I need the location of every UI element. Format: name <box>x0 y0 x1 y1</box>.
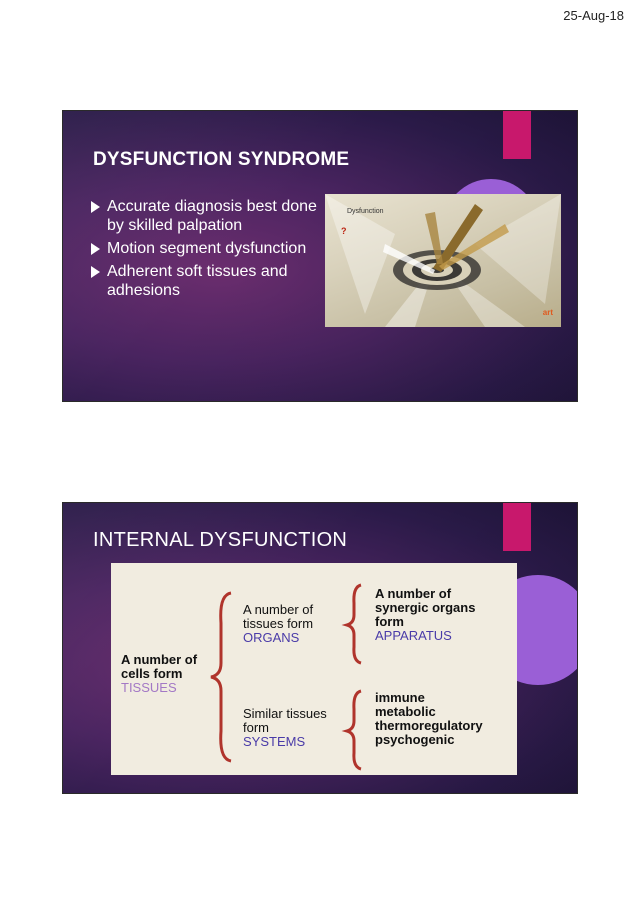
dysfunction-illustration: Dysfunction ? art <box>325 194 561 327</box>
systems-line: Similar tissues <box>243 706 327 721</box>
systems-node: Similar tissues form SYSTEMS <box>243 707 327 749</box>
organs-category: ORGANS <box>243 630 300 645</box>
bullet-item: Adherent soft tissues and adhesions <box>91 262 321 300</box>
organs-node: A number of tissues form ORGANS <box>243 603 313 645</box>
tissue-organization-diagram: A number of cells form TISSUES A number … <box>111 563 517 775</box>
target-illustration <box>325 194 561 327</box>
bullet-arrow-icon <box>91 243 100 255</box>
image-top-label: Dysfunction <box>347 208 384 215</box>
apparatus-line: synergic organs <box>375 600 476 615</box>
apparatus-node: A number of synergic organs form APPARAT… <box>375 587 475 643</box>
brace-lines <box>210 583 362 771</box>
systems-category: SYSTEMS <box>243 734 306 749</box>
system-type: psychogenic <box>375 732 455 747</box>
bullet-item: Accurate diagnosis best done by skilled … <box>91 197 321 235</box>
bullet-arrow-icon <box>91 201 100 213</box>
organs-line: A number of <box>243 602 314 617</box>
bullet-arrow-icon <box>91 266 100 278</box>
slide-title: INTERNAL DYSFUNCTION <box>93 529 348 551</box>
root-node: A number of cells form TISSUES <box>121 653 197 695</box>
date-label: 25-Aug-18 <box>563 8 624 23</box>
root-line: cells form <box>121 666 183 681</box>
root-category: TISSUES <box>121 680 177 695</box>
system-type: immune <box>375 690 425 705</box>
systems-line: form <box>243 720 269 735</box>
slide-internal-dysfunction: INTERNAL DYSFUNCTION A number of cells f… <box>62 502 578 794</box>
bullet-list: Accurate diagnosis best done by skilled … <box>91 197 321 304</box>
accent-bar <box>503 503 531 551</box>
bullet-text: Accurate diagnosis best done by skilled … <box>107 198 317 234</box>
slide-dysfunction-syndrome: DYSFUNCTION SYNDROME Accurate diagnosis … <box>62 110 578 402</box>
apparatus-line: form <box>375 614 404 629</box>
image-brand-mark: art <box>542 308 553 317</box>
accent-bar <box>503 111 531 159</box>
bullet-item: Motion segment dysfunction <box>91 239 321 258</box>
organs-line: tissues form <box>243 616 314 631</box>
system-types-node: immune metabolic thermoregulatory psycho… <box>375 691 483 747</box>
root-line: A number of <box>121 652 198 667</box>
system-type: metabolic <box>375 704 436 719</box>
bullet-text: Motion segment dysfunction <box>107 240 307 257</box>
apparatus-category: APPARATUS <box>375 628 452 643</box>
slide-title: DYSFUNCTION SYNDROME <box>93 149 350 170</box>
apparatus-line: A number of <box>375 586 452 601</box>
system-type: thermoregulatory <box>375 718 483 733</box>
question-mark-label: ? <box>341 226 347 236</box>
bullet-text: Adherent soft tissues and adhesions <box>107 263 288 299</box>
